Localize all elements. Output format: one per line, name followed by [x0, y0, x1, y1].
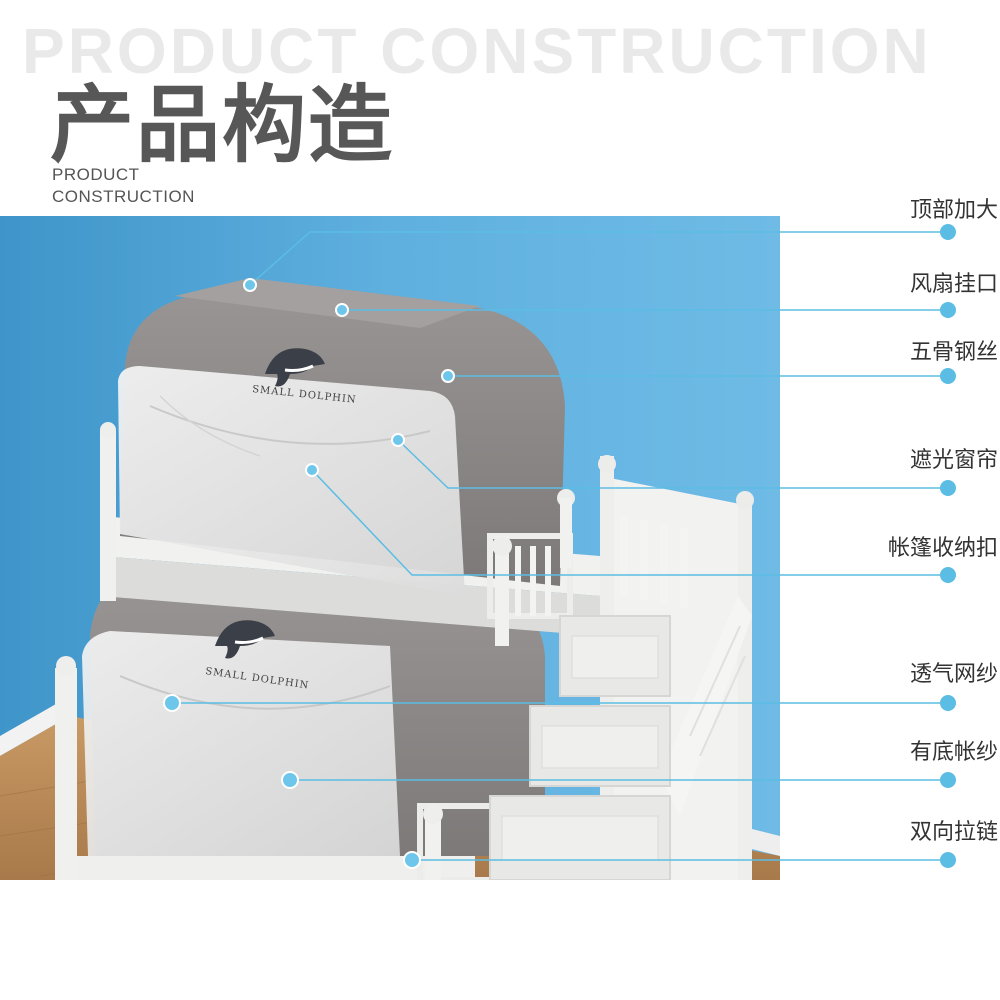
page-subtitle: PRODUCT CONSTRUCTION [52, 164, 195, 208]
feature-dot-6 [940, 695, 956, 711]
feature-dot-4 [940, 480, 956, 496]
subtitle-line-2: CONSTRUCTION [52, 187, 195, 206]
feature-label-tent-storage-buckle: 帐篷收纳扣 [887, 536, 998, 561]
lower-bed-rail [55, 856, 475, 880]
subtitle-line-1: PRODUCT [52, 165, 140, 184]
lower-left-post [55, 668, 77, 880]
watermark-text: PRODUCT CONSTRUCTION [22, 15, 932, 87]
feature-label-fan-hook: 风扇挂口 [909, 272, 998, 297]
page-title: 产品构造 [50, 76, 395, 174]
feature-dot-2 [940, 302, 956, 318]
feature-dot-7 [940, 772, 956, 788]
feature-label-breathable-mesh: 透气网纱 [909, 662, 998, 687]
feature-dot-5 [940, 567, 956, 583]
skirting-left [0, 696, 70, 756]
feature-dot-1 [940, 224, 956, 240]
product-scene: SMALL DOLPHIN [0, 216, 780, 880]
feature-label-top-enlarged: 顶部加大 [909, 198, 998, 223]
lower-mesh-window [82, 631, 400, 856]
feature-label-blackout-curtain: 遮光窗帘 [909, 448, 998, 473]
feature-dot-8 [940, 852, 956, 868]
feature-label-five-bone-wire: 五骨钢丝 [909, 340, 998, 365]
feature-label-two-way-zipper: 双向拉链 [909, 820, 998, 845]
feature-dot-3 [940, 368, 956, 384]
staircase [489, 455, 754, 880]
lower-dolphin-logo [215, 620, 275, 659]
upper-dolphin-logo [265, 348, 325, 387]
bunk-bed-illustration: SMALL DOLPHIN [0, 216, 780, 880]
upper-bunk: SMALL DOLPHIN [100, 278, 600, 646]
feature-label-bottomed-net: 有底帐纱 [909, 740, 998, 765]
